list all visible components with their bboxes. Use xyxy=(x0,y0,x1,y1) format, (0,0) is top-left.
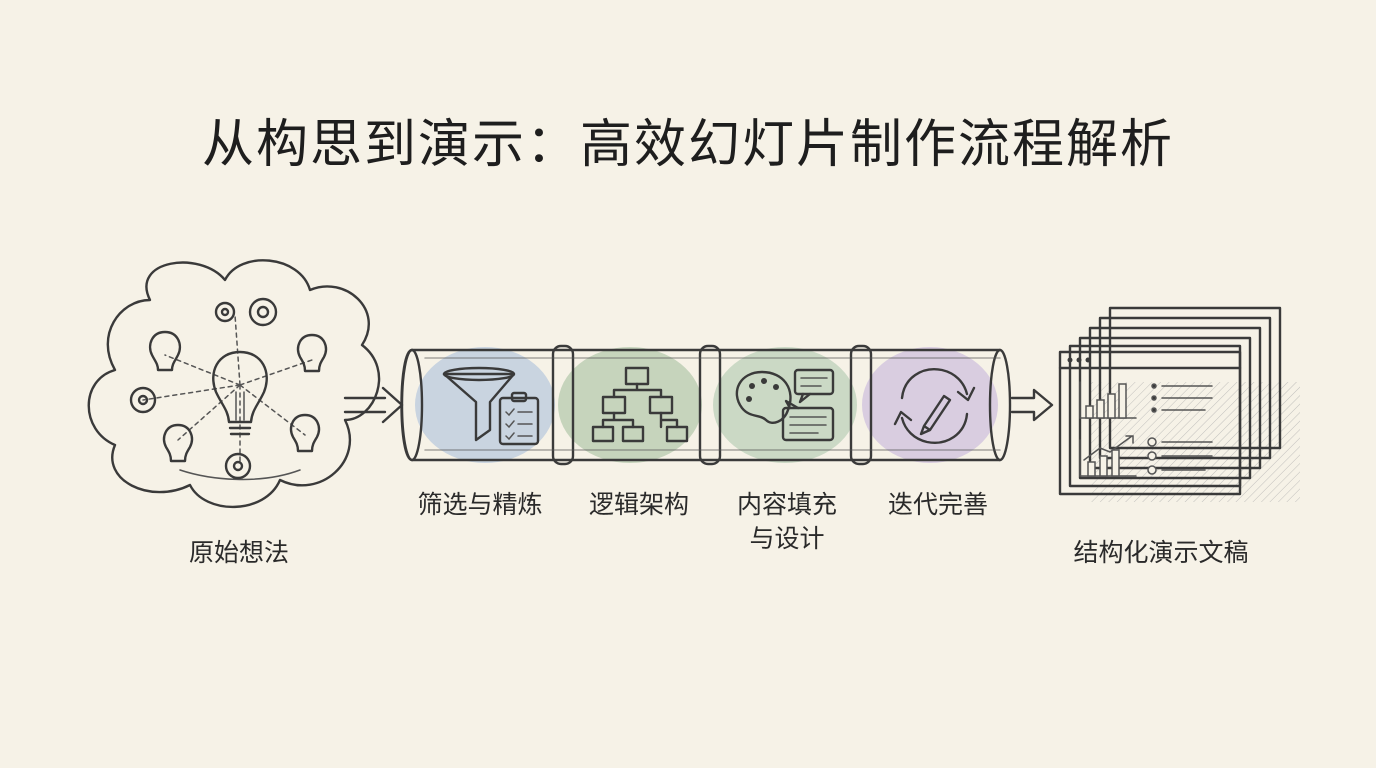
bar-chart-icon xyxy=(1079,381,1137,419)
stage-label-iterate: 迭代完善 xyxy=(887,490,988,519)
stage-wash-iterate xyxy=(862,347,998,463)
hierarchy-icon xyxy=(591,366,689,443)
lightbulb-icon xyxy=(212,350,268,436)
idea-cloud-icon xyxy=(87,259,381,509)
pipeline-tube xyxy=(400,344,1012,466)
refresh-pencil-icon xyxy=(893,368,976,444)
result-label: 结构化演示文稿 xyxy=(1073,538,1249,567)
slide-deck-icon xyxy=(1058,306,1300,502)
palette-chat-icon xyxy=(735,368,835,442)
stage-label-filter: 筛选与精炼 xyxy=(417,490,543,519)
arrow-right-icon xyxy=(1010,388,1054,422)
arrow-right-icon xyxy=(343,386,404,424)
stage-wash-structure xyxy=(558,347,702,463)
page-title: 从构思到演示：高效幻灯片制作流程解析 xyxy=(201,115,1174,175)
trend-chart-icon xyxy=(1079,435,1137,477)
stage-label-content: 内容填充 与设计 xyxy=(736,490,837,553)
stage-wash-content xyxy=(713,347,857,463)
stage-label-structure: 逻辑架构 xyxy=(588,490,689,519)
funnel-checklist-icon xyxy=(442,366,540,446)
source-label: 原始想法 xyxy=(188,538,289,567)
stage-wash-filter xyxy=(415,347,555,463)
